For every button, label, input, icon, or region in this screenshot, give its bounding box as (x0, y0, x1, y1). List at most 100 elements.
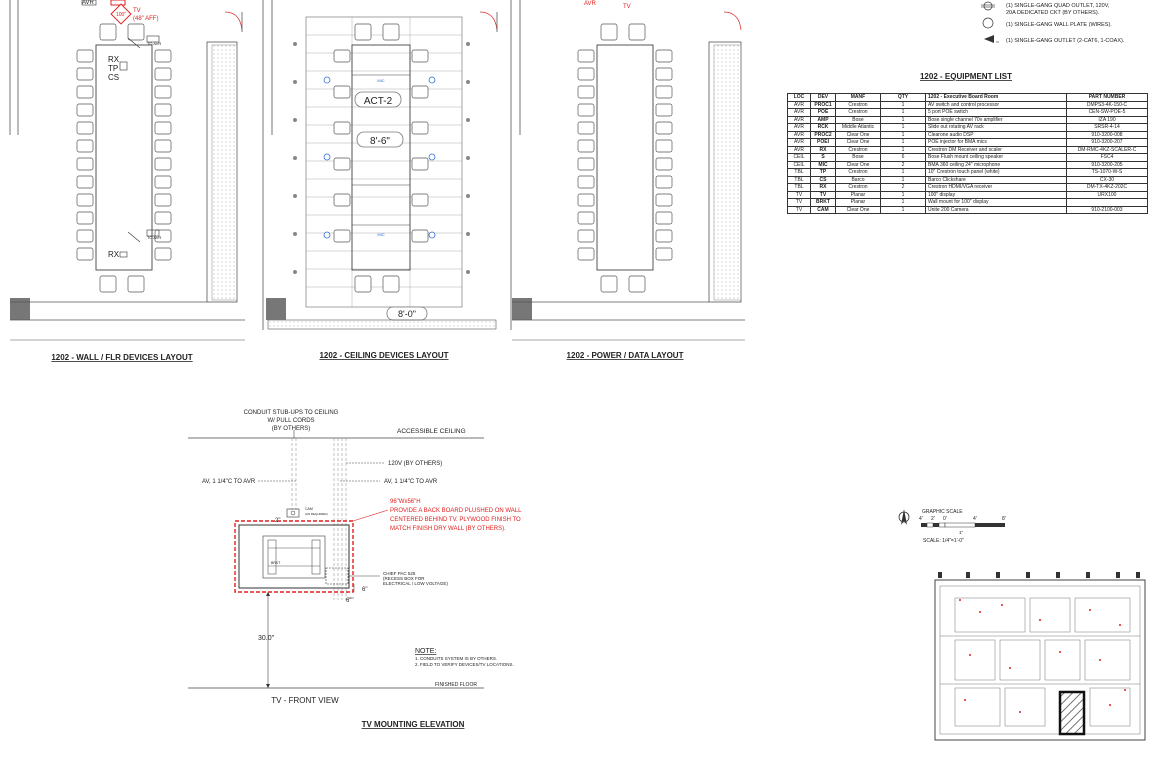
equipment-list-table: LOC DEV MANF QTY 1202 - Executive Board … (787, 93, 1148, 214)
table-cell: TV (787, 198, 811, 207)
scale-tick-2: 0' (943, 516, 947, 522)
table-cell: TBL (787, 168, 811, 177)
note-line1: 1. CONDUITS SYSTEM IS BY OTHERS. (415, 656, 497, 661)
table-cell: 1 (880, 115, 926, 124)
table-cell: POE (810, 108, 836, 117)
power-avr-tag: AVR (584, 1, 597, 7)
dim-height: 30.0" (258, 635, 275, 642)
table-cell: 10" Crestron touch panel (white) (925, 168, 1067, 177)
table-cell: 100" display (925, 190, 1067, 199)
tv-tag: TV (133, 8, 141, 14)
table-cell: 910-3200-207 (1066, 138, 1148, 147)
table-cell: Crestron DM Receiver and scaler (925, 145, 1067, 154)
table-cell: 5 port POE switch (925, 108, 1067, 117)
table-cell: 1 (880, 205, 926, 214)
legend-wall-plate: (1) SINGLE-GANG WALL PLATE (WIRES). (1006, 22, 1112, 28)
table-cell: Bose (835, 115, 881, 124)
table-cell: CEN-SW-POE-5 (1066, 108, 1148, 117)
table-cell: SRSR-4-14 (1066, 123, 1148, 132)
table-cell (1066, 198, 1148, 207)
table-cell: Crestron (835, 168, 881, 177)
table-cell: CEIL (787, 160, 811, 169)
tv-size-tag: 100" (116, 12, 126, 18)
elevation-view-title: TV - FRONT VIEW (271, 696, 339, 705)
table-cell: Clear One (835, 160, 881, 169)
conduit-note-line2: W/ PULL CORDS (267, 418, 314, 424)
table-cell: Planar (835, 190, 881, 199)
tv-height-tag: (48" AFF) (133, 16, 158, 22)
table-cell: DMPS3-4K-150-C (1066, 100, 1148, 109)
power-tv-tag: TV (623, 4, 631, 10)
column-header: PART NUMBER (1066, 93, 1148, 102)
scale-tick-1: 2' (931, 516, 935, 522)
backboard-note-line4: MATCH FINISH DRY WALL (BY OTHERS). (390, 526, 506, 532)
table-cell: 1 (880, 108, 926, 117)
table-cell: 1 (880, 198, 926, 207)
graphic-scale (898, 509, 1005, 528)
table-cell: Middle Atlantic (835, 123, 881, 132)
table-cell: Clearone audio DSP (925, 130, 1067, 139)
table-cell: DM-RMC-4KZ-SCALER-C (1066, 145, 1148, 154)
table-cell: TS-1070-W-S (1066, 168, 1148, 177)
table-cell: Crestron (835, 100, 881, 109)
table-cell: AVR (787, 130, 811, 139)
table-cell: AVR (787, 108, 811, 117)
power-plan-title: 1202 - POWER / DATA LAYOUT (567, 351, 684, 360)
table-cell: RX (810, 183, 836, 192)
table-cell: MIC (810, 160, 836, 169)
brkt-label: BRKT (271, 561, 281, 565)
table-cell: FSC4 (1066, 153, 1148, 162)
ceiling-height-tag: 8'-6" (370, 136, 390, 147)
cam-label: CAM (305, 507, 313, 511)
table-cell: 910-3200-205 (1066, 160, 1148, 169)
conduit-note-line3: (BY OTHERS) (272, 426, 311, 432)
column-header: DEV (810, 93, 836, 102)
table-cell: Bose Flush mount ceiling speaker (925, 153, 1067, 162)
bottom-height-tag: 8'-0" (398, 309, 416, 319)
table-cell: Clear One (835, 205, 881, 214)
column-header: 1202 - Executive Board Room (925, 93, 1067, 102)
table-cell: 1 (880, 145, 926, 154)
device-label-tp: TP (108, 64, 118, 73)
table-header-row: LOC DEV MANF QTY 1202 - Executive Board … (787, 93, 1148, 102)
elevation-title: TV MOUNTING ELEVATION (362, 720, 465, 729)
cam-sub-label: (AS REQUIRED) (305, 512, 328, 516)
table-cell: 1 (880, 138, 926, 147)
table-cell: AMP (810, 115, 836, 124)
table-cell: AVR (787, 100, 811, 109)
table-cell: URX100 (1066, 190, 1148, 199)
legend-quad-outlet-line2: 20A DEDICATED CKT (BY OTHERS). (1006, 10, 1100, 16)
finished-floor-label: FINISHED FLOOR (435, 682, 477, 688)
ceiling-type-tag: ACT-2 (364, 96, 393, 107)
note-title: NOTE: (415, 648, 436, 655)
table-cell: TBL (787, 183, 811, 192)
table-cell: Clear One (835, 138, 881, 147)
table-cell: 2 (880, 160, 926, 169)
mic-label: MIC (377, 78, 384, 83)
equipment-list-title: 1202 - EQUIPMENT LIST (920, 72, 1012, 81)
table-cell: Bose (835, 153, 881, 162)
table-cell: 910-3200-008 (1066, 130, 1148, 139)
conduit-note-line1: CONDUIT STUB-UPS TO CEILING (244, 410, 339, 416)
table-cell: 1 (880, 175, 926, 184)
device-label-cs: CS (108, 73, 119, 82)
table-cell: Clear One (835, 130, 881, 139)
ceiling-plan-title: 1202 - CEILING DEVICES LAYOUT (319, 351, 448, 360)
table-cell: AVR (787, 145, 811, 154)
recess-note-line2: (RECESS BOX FOR (383, 576, 425, 581)
av-left-note: AV, 1 1/4"C TO AVR (202, 479, 256, 485)
table-cell: CAM (810, 205, 836, 214)
table-cell: IZA 190 (1066, 115, 1148, 124)
table-cell: PROC2 (810, 130, 836, 139)
table-cell: Crestron (835, 108, 881, 117)
legend-data-outlet: (1) SINGLE-GANG OUTLET (2-CAT6, 1-COAX). (1006, 38, 1125, 44)
